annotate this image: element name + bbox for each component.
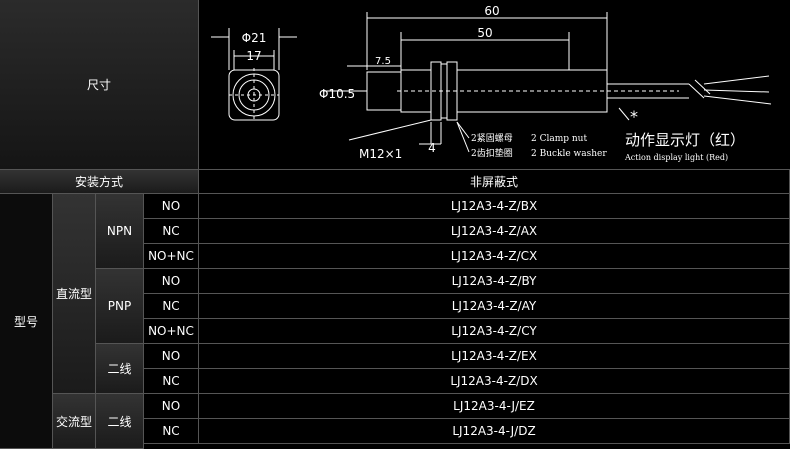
dimension-drawing: Φ21 17 60 50 7.5 Φ10.5 M12×1 4 * 2紧固螺母 2… <box>199 0 790 170</box>
model-cell: LJ12A3-4-Z/EX <box>199 344 790 369</box>
model-label-cell: 型号 <box>0 194 53 449</box>
model-cell: LJ12A3-4-Z/CX <box>199 244 790 269</box>
len60-label: 60 <box>484 4 499 18</box>
dimension-label: 尺寸 <box>86 78 111 92</box>
model-cell: LJ12A3-4-J/EZ <box>199 394 790 419</box>
contact-cell: NC <box>144 294 199 319</box>
washer-en: 2 Buckle washer <box>531 149 607 159</box>
contact-cell: NO+NC <box>144 319 199 344</box>
current-type-dc: 直流型 <box>53 194 96 394</box>
install-label-cell: 安装方式 <box>0 170 199 194</box>
model-cell: LJ12A3-4-Z/BX <box>199 194 790 219</box>
led-en: Action display light (Red) <box>624 153 728 162</box>
clamp-nut-cn: 2紧固螺母 <box>471 133 513 144</box>
install-type: 非屏蔽式 <box>469 175 518 189</box>
model-cell: LJ12A3-4-Z/DX <box>199 369 790 394</box>
led-cn: 动作显示灯（红） <box>625 131 745 149</box>
clamp-nut-en: 2 Clamp nut <box>531 134 587 144</box>
contact-cell: NO <box>144 394 199 419</box>
contact-cell: NO <box>144 344 199 369</box>
model-cell: LJ12A3-4-J/DZ <box>199 419 790 444</box>
output-type-pnp: PNP <box>96 269 144 344</box>
model-label: 型号 <box>13 314 38 329</box>
m12-label: M12×1 <box>359 147 402 161</box>
len4-label: 4 <box>428 141 436 155</box>
len50-label: 50 <box>477 26 492 40</box>
output-type-npn: NPN <box>96 194 144 269</box>
washer-cn: 2齿扣垫圈 <box>471 147 513 159</box>
model-cell: LJ12A3-4-Z/CY <box>199 319 790 344</box>
phi21-label: Φ21 <box>242 31 267 45</box>
sensor-side-view <box>323 12 772 153</box>
contact-cell: NC <box>144 219 199 244</box>
contact-cell: NC <box>144 419 199 444</box>
contact-cell: NO <box>144 194 199 219</box>
model-cell: LJ12A3-4-Z/AX <box>199 219 790 244</box>
sensor-end-view <box>211 28 297 122</box>
contact-cell: NC <box>144 369 199 394</box>
output-type-two-wire-dc: 二线 <box>96 344 144 394</box>
phi10-5-label: Φ10.5 <box>319 87 355 101</box>
model-cell: LJ12A3-4-Z/AY <box>199 294 790 319</box>
w17-label: 17 <box>246 49 261 63</box>
install-label: 安装方式 <box>74 175 123 189</box>
current-type-ac: 交流型 <box>53 394 96 449</box>
star-label: * <box>630 107 638 126</box>
contact-cell: NO+NC <box>144 244 199 269</box>
output-type-two-wire-ac: 二线 <box>96 394 144 449</box>
len7-5-label: 7.5 <box>375 56 391 67</box>
install-type-cell: 非屏蔽式 <box>199 170 790 194</box>
dimension-label-cell: 尺寸 <box>0 0 199 170</box>
contact-cell: NO <box>144 269 199 294</box>
model-cell: LJ12A3-4-Z/BY <box>199 269 790 294</box>
